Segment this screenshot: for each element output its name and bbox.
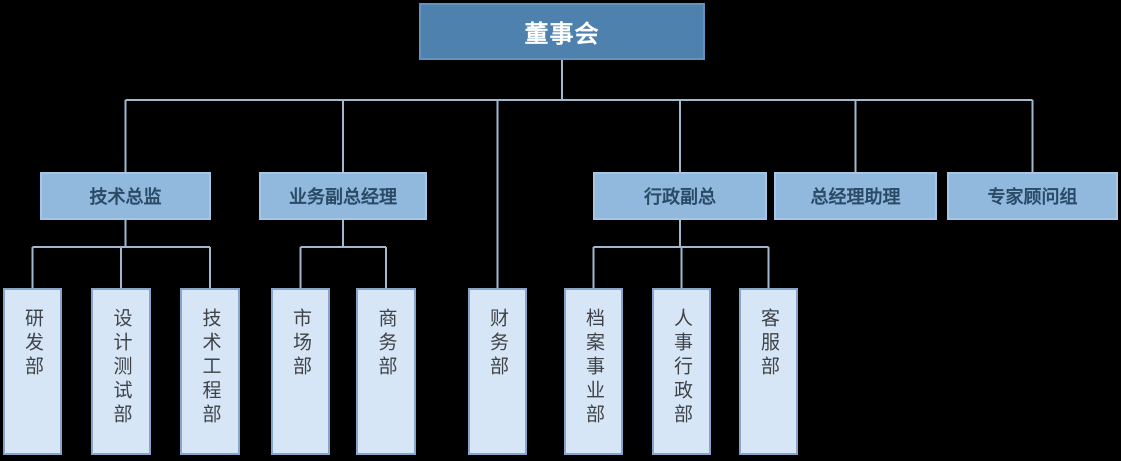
node-tech-director[interactable]: 技术总监 [40,172,211,220]
node-business-deputy-gm[interactable]: 业务副总经理 [259,172,427,220]
node-marketing-dept[interactable]: 市场部 [271,288,330,455]
node-customer-service-dept[interactable]: 客服部 [739,288,798,455]
node-design-test-dept-label: 设计测试部 [110,308,132,428]
node-marketing-dept-label: 市场部 [290,308,311,380]
node-tech-engineering-dept-label: 技术工程部 [199,308,221,428]
node-commerce-dept-label: 商务部 [375,308,397,380]
node-board-of-directors-label: 董事会 [524,21,600,48]
node-board-of-directors[interactable]: 董事会 [419,3,705,60]
node-business-deputy-gm-label: 业务副总经理 [289,187,397,207]
node-customer-service-dept-label: 客服部 [758,308,779,380]
node-gm-assistant[interactable]: 总经理助理 [774,172,937,220]
node-archives-dept-label: 档案事业部 [583,308,604,428]
node-admin-deputy-gm-label: 行政副总 [644,187,716,207]
node-expert-advisory-group[interactable]: 专家顾问组 [947,172,1118,220]
node-rd-dept-label: 研发部 [22,308,43,380]
node-tech-director-label: 技术总监 [89,187,162,207]
node-tech-engineering-dept[interactable]: 技术工程部 [180,288,240,455]
node-finance-dept-label: 财务部 [487,308,508,380]
node-admin-deputy-gm[interactable]: 行政副总 [593,172,767,220]
node-hr-admin-dept-label: 人事行政部 [671,308,692,428]
node-archives-dept[interactable]: 档案事业部 [564,288,623,455]
node-commerce-dept[interactable]: 商务部 [356,288,416,455]
node-expert-advisory-group-label: 专家顾问组 [987,187,1078,207]
node-hr-admin-dept[interactable]: 人事行政部 [652,288,711,455]
node-rd-dept[interactable]: 研发部 [3,288,62,455]
node-finance-dept[interactable]: 财务部 [468,288,527,455]
node-design-test-dept[interactable]: 设计测试部 [91,288,151,455]
node-gm-assistant-label: 总经理助理 [810,187,901,207]
